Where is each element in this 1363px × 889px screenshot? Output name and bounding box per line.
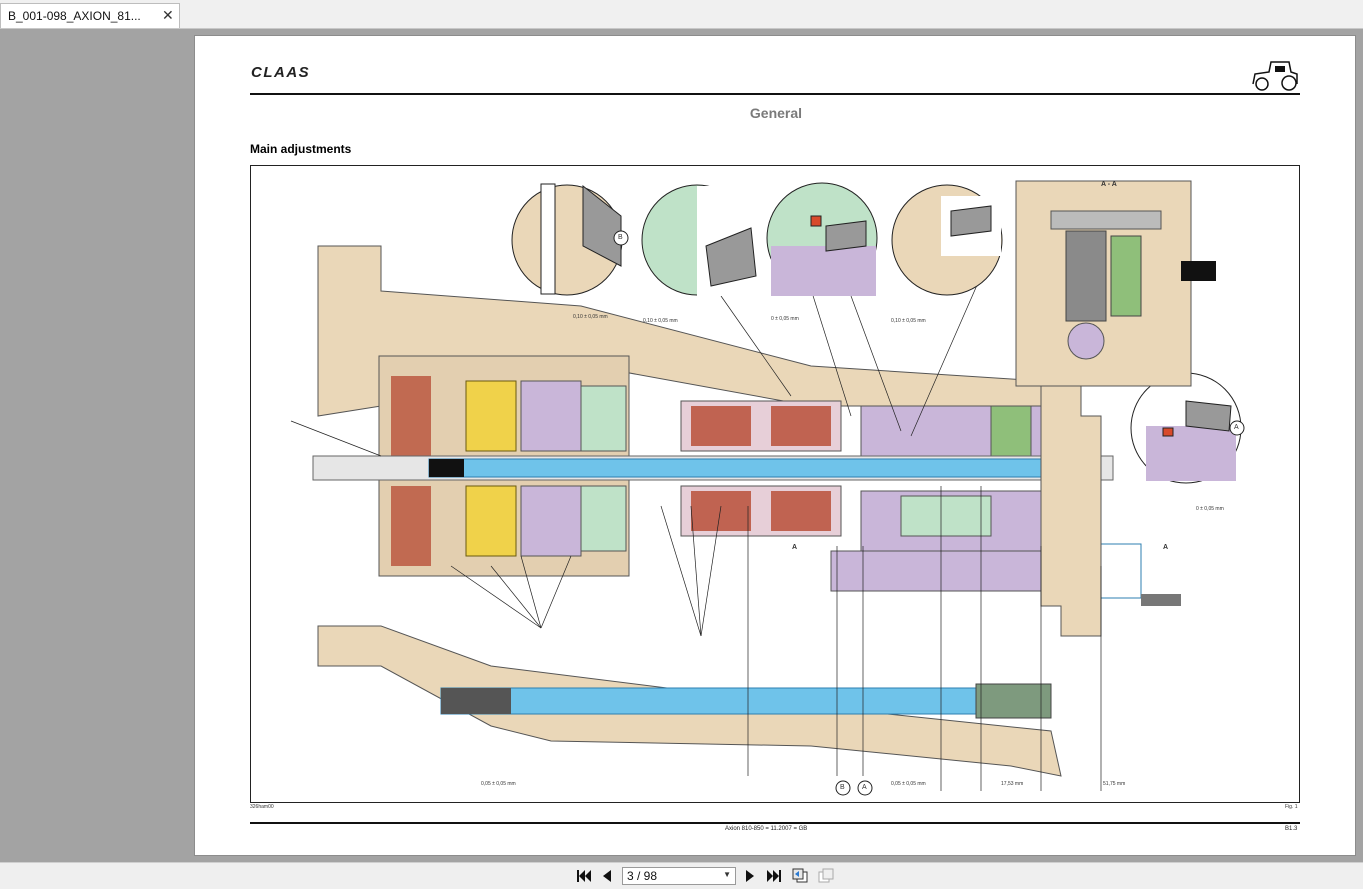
pager-toolbar: 3 / 98 ▼ [0,862,1363,889]
first-page-icon[interactable] [575,868,593,884]
claas-logo: CLAAS [251,64,311,81]
next-page-icon[interactable] [741,868,759,884]
dimension-label: 0,05 ± 0,05 mm [481,781,516,787]
dimension-label: 0,10 ± 0,05 mm [891,318,926,324]
page-number-select[interactable]: 3 / 98 ▼ [622,867,736,885]
page-number-value: 3 / 98 [627,869,658,883]
tractor-icon [1252,61,1298,91]
dimension-label: 17,53 mm [1001,781,1024,787]
footer-rule [250,822,1300,824]
dimension-label: 0 ± 0,05 mm [1196,506,1224,512]
dimension-label: 0 ± 0,05 mm [771,316,799,322]
page-reference: B1.3 [1285,826,1298,832]
section-view-label: A - A [1101,181,1117,188]
callout-a-right: A [1234,424,1239,431]
document-reference: Axion 810-850 = 11.2007 = GB [725,826,808,832]
document-page: CLAAS General Main adjustments [194,35,1356,856]
callout-a-bottom: A [862,784,867,791]
dimension-label: 0,05 ± 0,05 mm [891,781,926,787]
close-icon[interactable]: ✕ [162,7,174,23]
cut-label-left: A [792,544,798,551]
figure-ref-code: 326ham00 [250,804,274,810]
callout-b-bottom: B [840,784,845,791]
dimension-label: 0,10 ± 0,05 mm [643,318,678,324]
diagram-drawing [290,180,1245,796]
transmission-diagram: A - A A A B A B A 0,10 ± 0,05 mm 0,10 ± … [250,165,1300,803]
last-page-icon[interactable] [765,868,783,884]
header-rule [250,93,1300,95]
document-tab[interactable]: B_001-098_AXION_81... ✕ [0,3,180,28]
dropdown-arrow-icon: ▼ [723,870,731,879]
go-back-view-icon[interactable] [791,868,809,884]
tab-title: B_001-098_AXION_81... [8,9,141,23]
previous-page-icon[interactable] [598,868,616,884]
page-heading: Main adjustments [250,142,352,156]
figure-label: Fig. 1 [1285,804,1298,810]
cut-label-right: A [1163,544,1169,551]
dimension-label: 0,10 ± 0,05 mm [573,314,608,320]
callout-b-top: B [618,234,623,241]
tab-bar: B_001-098_AXION_81... ✕ [0,0,1363,29]
section-title: General [749,105,803,121]
go-forward-view-icon[interactable] [817,868,835,884]
dimension-label: 51,75 mm [1103,781,1126,787]
